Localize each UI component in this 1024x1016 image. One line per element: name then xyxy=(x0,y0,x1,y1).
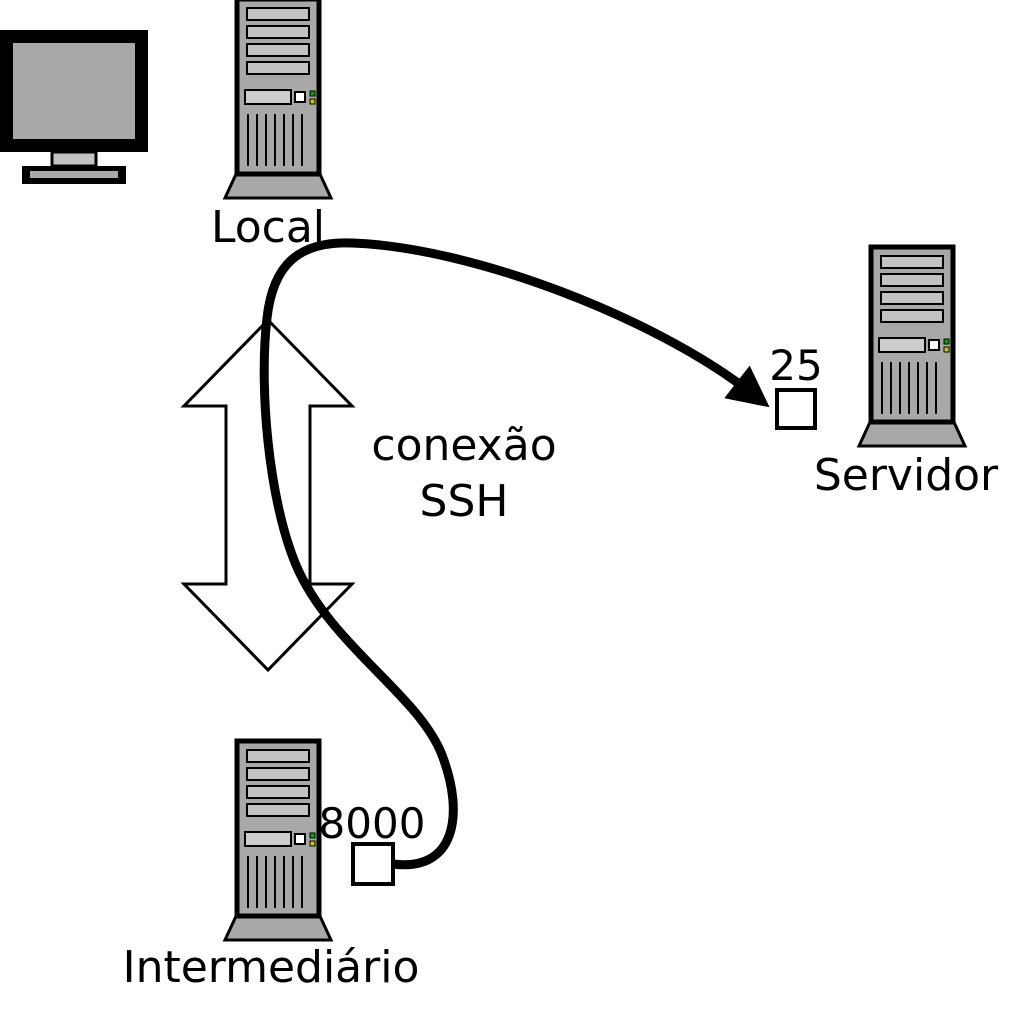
ssh-double-arrow xyxy=(180,317,356,673)
ssh-connection-label-line1: conexão xyxy=(371,420,556,471)
intermediario-computer-tower-icon xyxy=(225,741,331,940)
servidor-computer-tower-icon xyxy=(859,247,965,446)
port-8000-label: 8000 xyxy=(319,799,426,848)
local-label: Local xyxy=(211,202,325,253)
port-8000-box xyxy=(351,842,395,886)
local-computer-tower-icon xyxy=(225,0,331,198)
port-25-box xyxy=(775,388,817,430)
ssh-connection-label-line2: SSH xyxy=(420,476,509,527)
crt-monitor-icon xyxy=(0,30,148,184)
servidor-label: Servidor xyxy=(814,450,999,501)
intermediario-label: Intermediário xyxy=(123,942,420,993)
tunnel-curve-arrow xyxy=(259,238,770,870)
port-25-label: 25 xyxy=(769,341,822,390)
